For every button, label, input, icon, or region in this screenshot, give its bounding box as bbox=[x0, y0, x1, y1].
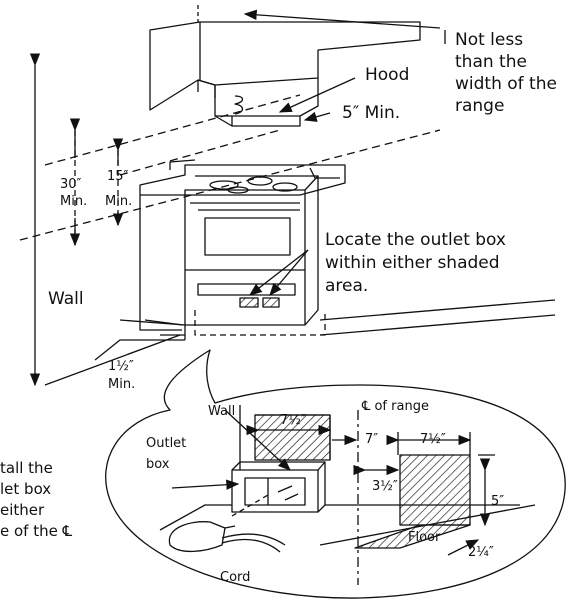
locate-leader-left bbox=[248, 249, 309, 296]
detail-dim-two-quarter bbox=[447, 539, 480, 556]
label-hood-min: 5″ Min. bbox=[342, 103, 400, 123]
label-fifteen-min: Min. bbox=[105, 194, 132, 209]
shaded-area-left bbox=[239, 297, 259, 308]
label-box: box bbox=[146, 457, 170, 472]
label-detail-five: 5″ bbox=[491, 494, 504, 509]
note-line-2: than the bbox=[455, 52, 527, 72]
side-note-line-3: either bbox=[0, 501, 45, 519]
label-wall: Wall bbox=[48, 289, 84, 309]
note-line-4: range bbox=[455, 96, 504, 116]
note-line-3: width of the bbox=[455, 74, 557, 94]
width-arrow bbox=[243, 9, 441, 29]
detail-floor-area bbox=[354, 454, 471, 549]
label-outlet: Outlet bbox=[146, 436, 186, 451]
floor-opening bbox=[194, 310, 326, 336]
label-detail-wall: Wall bbox=[208, 404, 235, 419]
detail-callout bbox=[105, 349, 566, 599]
label-thirty: 30″ bbox=[60, 177, 82, 192]
label-detail-seven-half-right: 7½″ bbox=[420, 432, 446, 447]
label-thirty-min: Min. bbox=[60, 194, 87, 209]
label-detail-floor: Floor bbox=[408, 530, 441, 545]
range bbox=[184, 175, 319, 326]
label-locate: Locate the outlet box within either shad… bbox=[325, 230, 506, 296]
hood-min-leader bbox=[303, 111, 331, 122]
label-detail-seven: 7″ bbox=[365, 432, 378, 447]
note-line-1: Not less bbox=[455, 30, 523, 50]
side-note-line-4: e of the ℄ bbox=[0, 522, 73, 540]
hood-leader bbox=[278, 77, 356, 113]
label-side-note: tall the let box either e of the ℄ bbox=[0, 459, 73, 540]
label-hood: Hood bbox=[365, 65, 409, 85]
locate-line-1: Locate the outlet box bbox=[325, 230, 506, 250]
locate-line-3: area. bbox=[325, 276, 368, 296]
shaded-area-right bbox=[262, 297, 280, 308]
countertop bbox=[139, 159, 346, 331]
label-note: Not less than the width of the range bbox=[455, 30, 557, 116]
label-detail-two-quarter: 2¼″ bbox=[468, 545, 494, 560]
label-one-half: 1½″ bbox=[108, 359, 134, 374]
label-fifteen: 15″ bbox=[107, 169, 129, 184]
range-hood bbox=[214, 78, 319, 127]
dimension-one-half bbox=[94, 334, 185, 361]
label-detail-cl-range: ℄ of range bbox=[361, 399, 429, 414]
label-detail-seven-half-left: 7½″ bbox=[280, 413, 306, 428]
wall-outline bbox=[19, 94, 441, 241]
detail-plug-cord bbox=[168, 494, 286, 553]
label-detail-cord: Cord bbox=[220, 570, 250, 585]
side-note-line-2: let box bbox=[0, 480, 51, 498]
side-note-line-1: tall the bbox=[0, 459, 53, 477]
label-one-half-min: Min. bbox=[108, 377, 135, 392]
locate-leader-right bbox=[269, 249, 309, 296]
detail-outlet-box bbox=[231, 461, 326, 513]
label-detail-three-half: 3½″ bbox=[372, 479, 398, 494]
locate-line-2: within either shaded bbox=[325, 253, 500, 273]
